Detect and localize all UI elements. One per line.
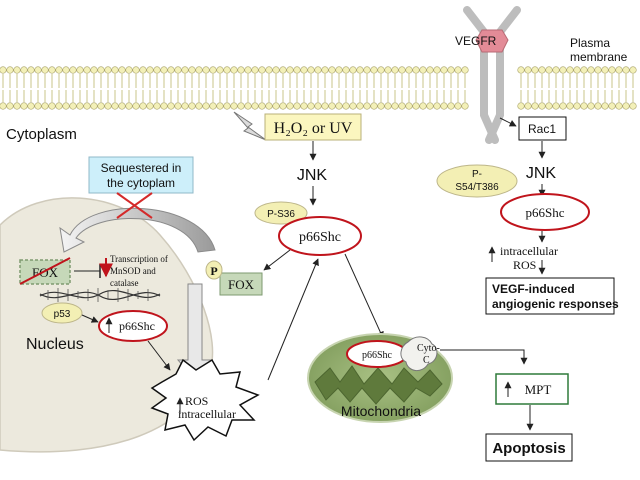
- fox-cytoplasm-box: [219, 272, 263, 296]
- apoptosis-box: [485, 433, 573, 462]
- p-s36-oval: [254, 201, 308, 225]
- apoptosis-label: Apoptosis: [492, 440, 565, 457]
- arrow-to-mpt: [440, 349, 528, 365]
- jnk-center-label: JNK: [297, 167, 328, 184]
- p66shc-right-oval: [500, 193, 590, 231]
- p53-label: p53: [54, 309, 71, 320]
- arrow-ros-to-p66shc: [267, 258, 319, 381]
- vegfr-label: VEGFR: [455, 34, 497, 48]
- vegf-label-line1: VEGF-induced: [492, 282, 575, 296]
- p-s54-label-line2: S54/T386: [455, 182, 499, 193]
- mpt-label: MPT: [525, 382, 552, 397]
- h2o2-uv-label: H₂O₂ or UV: [274, 120, 353, 137]
- transcription-line1: Transcription of: [110, 254, 168, 264]
- plasma-membrane-label-line2: membrane: [570, 50, 628, 64]
- mitochondria-label: Mitochondria: [341, 403, 421, 419]
- p66shc-mito-label: p66Shc: [362, 350, 393, 361]
- cytoc-label-line2: C: [423, 355, 430, 366]
- ros-starburst: [150, 358, 260, 442]
- arrow-p66shc-to-fox: [263, 249, 291, 271]
- p-s36-label: P-S36: [267, 209, 295, 220]
- transcription-line2: MnSOD and: [110, 266, 156, 276]
- cytoplasm-label: Cytoplasm: [6, 126, 77, 143]
- fox-cytoplasm-label: FOX: [228, 277, 255, 292]
- intracellular-ros-line1: intracellular: [500, 244, 558, 258]
- p66shc-right-label: p66Shc: [526, 205, 565, 220]
- sequestered-label-line1: Sequestered in: [101, 161, 182, 175]
- lightning-icon: [233, 111, 267, 141]
- rac1-label: Rac1: [528, 122, 556, 136]
- blocked-x-icon: [116, 192, 153, 219]
- dna-helix-icon: [39, 288, 161, 302]
- fox-nucleus-label: FOX: [32, 265, 59, 280]
- rac1-box: [518, 116, 567, 141]
- plasma-membrane-bilayer: [0, 66, 637, 110]
- sequestered-box: [88, 156, 194, 194]
- arrow-p66shc-to-ros: [147, 340, 171, 371]
- plasma-membrane-label-line1: Plasma: [570, 36, 610, 50]
- cytoc-label-line1: Cyto-: [417, 343, 440, 354]
- sequestered-label-line2: the cytoplam: [107, 176, 175, 190]
- nucleus-label: Nucleus: [26, 336, 84, 353]
- ros-label-line2: intracellular: [178, 407, 236, 421]
- intracellular-ros-line2: ROS: [513, 258, 536, 272]
- fox-nucleus-strike: [19, 257, 71, 285]
- arrow-p66shc-to-mitochondria: [344, 253, 384, 339]
- p66shc-nucleus-label: p66Shc: [119, 319, 155, 333]
- p-s54-oval: [436, 164, 518, 198]
- arrow-p53-to-p66shc: [81, 314, 99, 323]
- p-badge-oval: [205, 260, 223, 280]
- p66shc-center-label: p66Shc: [299, 230, 341, 245]
- vegf-response-box: [485, 277, 615, 315]
- p-s54-label-line1: P-: [472, 169, 482, 180]
- ros-label-line1: ROS: [185, 394, 208, 408]
- mitochondria-cristae: [314, 365, 443, 405]
- cytochrome-c-blob: [400, 336, 438, 371]
- nuclear-import-curved-arrow: [59, 207, 216, 253]
- vegfr-receptor-icon: [463, 6, 521, 144]
- p66shc-nucleus-oval: [98, 310, 168, 342]
- arrow-vegfr-to-rac1: [499, 117, 517, 127]
- h2o2-uv-box: [264, 113, 362, 141]
- p53-oval: [41, 302, 83, 324]
- p66shc-center-oval: [278, 216, 362, 256]
- jnk-right-label: JNK: [526, 165, 557, 182]
- p-badge-label: P: [210, 264, 217, 278]
- vegf-label-line2: angiogenic responses: [492, 297, 619, 311]
- transcription-line3: catalase: [110, 278, 138, 288]
